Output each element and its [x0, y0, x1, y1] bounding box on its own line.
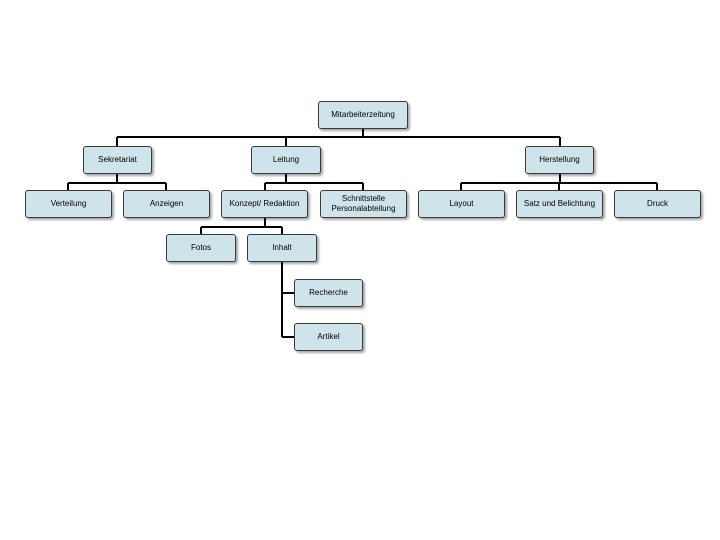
node-layout: Layout [418, 190, 505, 218]
node-label: Mitarbeiterzeitung [331, 110, 395, 119]
node-inhalt: Inhalt [247, 234, 317, 262]
node-label: Anzeigen [149, 199, 184, 208]
node-schnittstelle-personalabteilung: Schnittstelle Personalabteilung [320, 190, 407, 218]
node-label: Recherche [309, 288, 348, 297]
node-label: Satz und Belichtung [523, 199, 596, 208]
node-mitarbeiterzeitung: Mitarbeiterzeitung [318, 101, 408, 129]
node-sekretariat: Sekretariat [83, 146, 152, 174]
node-label: Layout [449, 199, 474, 208]
node-fotos: Fotos [166, 234, 236, 262]
node-druck: Druck [614, 190, 701, 218]
node-konzept-redaktion: Konzept/ Redaktion [221, 190, 308, 218]
node-label: Leitung [272, 155, 300, 164]
node-label: Artikel [317, 332, 340, 341]
node-verteilung: Verteilung [25, 190, 112, 218]
node-label: Sekretariat [98, 155, 137, 164]
node-label: Konzept/ Redaktion [229, 199, 300, 208]
node-recherche: Recherche [294, 279, 363, 307]
node-artikel: Artikel [294, 323, 363, 351]
node-label: Druck [647, 199, 668, 208]
node-leitung: Leitung [251, 146, 321, 174]
node-satz-und-belichtung: Satz und Belichtung [516, 190, 603, 218]
node-herstellung: Herstellung [525, 146, 594, 174]
node-label: Inhalt [272, 243, 292, 252]
node-anzeigen: Anzeigen [123, 190, 210, 218]
node-label: Fotos [190, 243, 211, 252]
node-label: Verteilung [50, 199, 87, 208]
node-label: Herstellung [539, 155, 580, 164]
node-label: Schnittstelle Personalabteilung [331, 194, 396, 213]
